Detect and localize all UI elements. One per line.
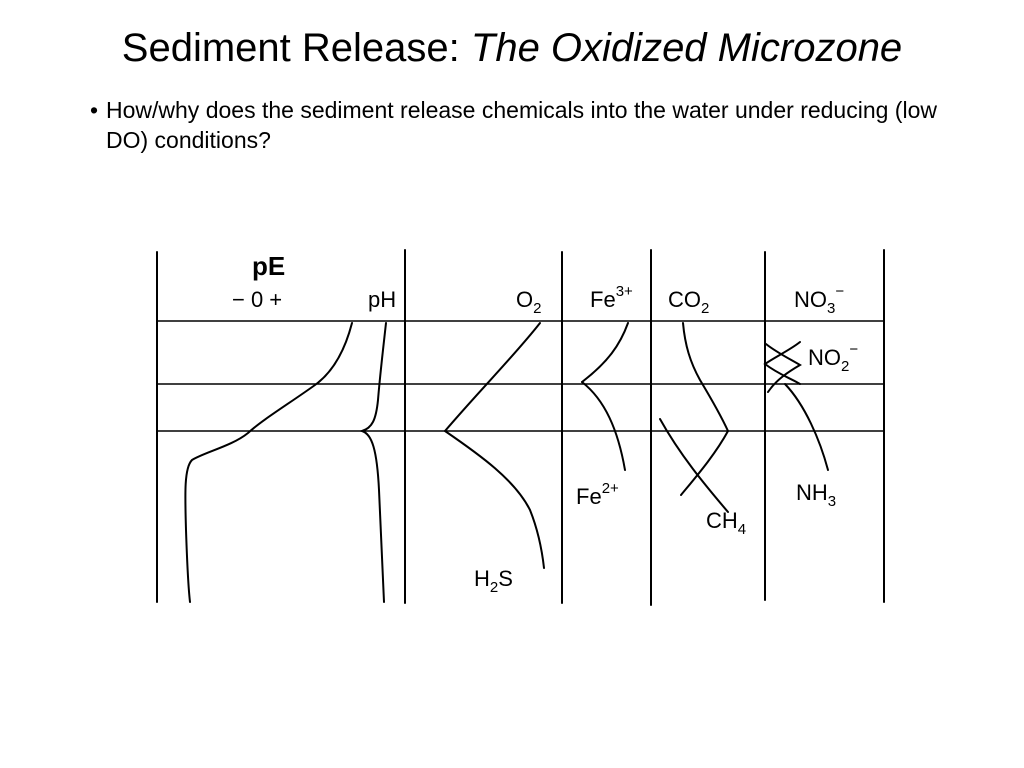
fe2-profile-curve	[581, 381, 626, 471]
no3-profile-curve	[763, 341, 801, 385]
co2-label: CO2	[668, 287, 709, 317]
fe2-label: Fe2+	[576, 480, 619, 509]
bullet-list: How/why does the sediment release chemic…	[88, 95, 948, 155]
pe-axis-label: pE	[252, 251, 285, 281]
nh3-label: NH3	[796, 480, 836, 510]
fe3-profile-curve	[581, 322, 629, 383]
h2s-profile-curve	[444, 430, 545, 569]
no3-label: NO3−	[794, 283, 844, 317]
no2-label: NO2−	[808, 341, 858, 375]
bullet-item: How/why does the sediment release chemic…	[88, 95, 948, 155]
ph-axis-label: pH	[368, 287, 396, 312]
title-main: Sediment Release:	[121, 26, 471, 70]
pe-profile-curve	[184, 322, 353, 603]
nh3-profile-curve	[784, 383, 829, 471]
fe3-label: Fe3+	[590, 283, 633, 312]
no2-profile-curve	[765, 343, 802, 393]
title-italic: The Oxidized Microzone	[470, 26, 903, 70]
ch4-label: CH4	[706, 508, 746, 538]
slide-title: Sediment Release: The Oxidized Microzone	[0, 22, 1024, 74]
co2-profile-curve	[680, 322, 730, 496]
o2-profile-curve	[444, 322, 541, 432]
pe-scale-label: − 0 +	[232, 287, 282, 312]
h2s-label: H2S	[474, 566, 513, 596]
ch4-profile-curve	[659, 418, 729, 513]
o2-label: O2	[516, 287, 541, 317]
ph-profile-curve	[358, 322, 387, 603]
